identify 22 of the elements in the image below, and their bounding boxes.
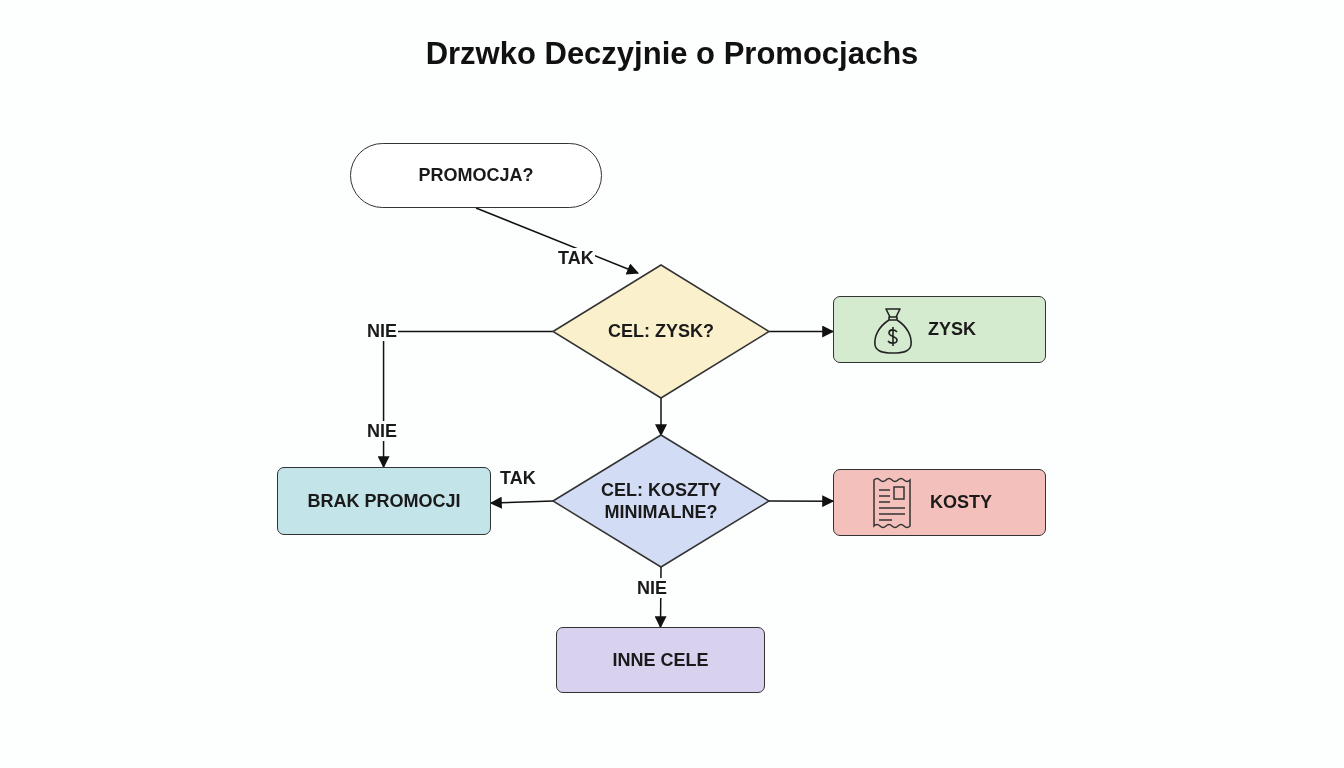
process-box [277, 467, 491, 535]
process-box [556, 627, 765, 693]
decision-diamond [553, 265, 769, 398]
arrow [489, 496, 554, 509]
arrow [768, 495, 835, 508]
process-box [833, 469, 1046, 536]
node-label: CEL: KOSZTY MINIMALNE? [600, 478, 722, 524]
node-label: CEL: ZYSK? [608, 320, 714, 343]
arrow [475, 207, 639, 275]
process-box [833, 296, 1046, 363]
node-label: KOSTY [930, 491, 992, 514]
edge-label: NIE [636, 578, 668, 598]
node-label: ZYSK [928, 318, 976, 341]
node-label: INNE CELE [612, 648, 709, 672]
arrow [768, 325, 835, 338]
branch-label: NIE [366, 321, 398, 341]
node-label: BRAK PROMOCJI [307, 489, 461, 513]
arrow [655, 397, 667, 437]
node-label: PROMOCJA? [418, 164, 534, 187]
edge-label: NIE [366, 421, 398, 441]
decision-diamond [553, 435, 769, 567]
diagram-title: Drzwko Deczyjnie o Promocjachs [425, 36, 919, 72]
